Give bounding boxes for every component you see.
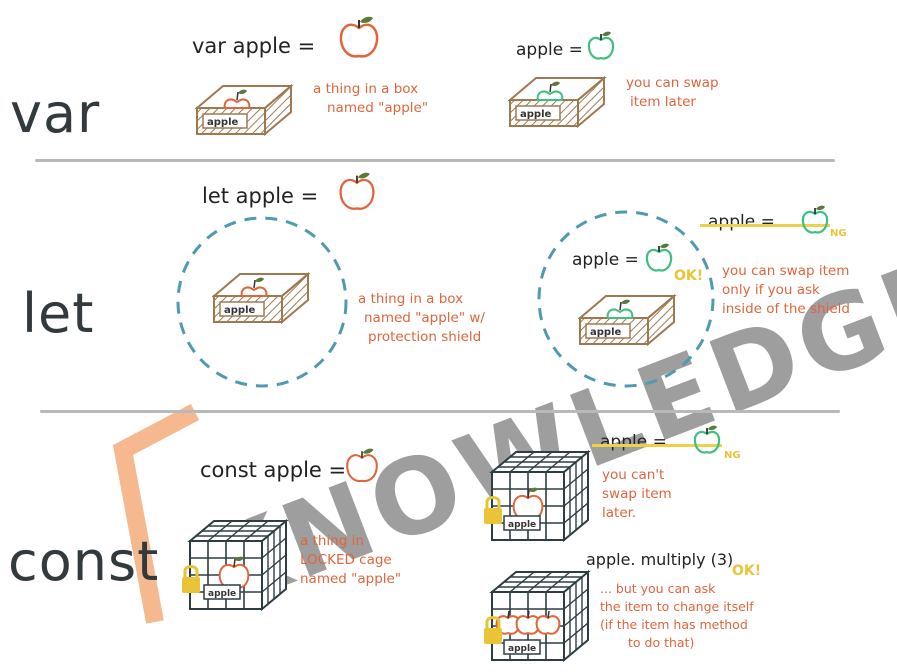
let-note: a thing in a box named "apple" w/ protec… [358,291,485,345]
let-outer-ng: NG [830,228,847,239]
let-inner-code: apple = [572,250,639,270]
const-code: const apple = [200,458,347,482]
apple-red-icon [339,172,375,210]
watermark-bracket [112,404,200,624]
box-label: apple [590,327,621,338]
box-label: apple [520,109,551,120]
const-method-code: apple. multiply (3) [586,550,734,569]
apple-green-icon [587,31,615,60]
var-swap-code: apple = [516,40,583,60]
divider-var-let [35,159,835,162]
const-note: a thing in LOCKED cage named "apple" [300,533,402,587]
cage-icon: apple [182,518,289,612]
cage-label: apple [508,644,536,654]
let-swap-note: you can swap item only if you ask inside… [722,263,850,317]
cage-icon: apple [484,569,591,663]
const-swap-ng: NG [724,450,741,461]
box-icon: apple [195,83,294,137]
const-swap-code: apple = [600,432,667,452]
let-code: let apple = [202,184,319,208]
var-code: var apple = [192,34,316,58]
apple-green-icon [801,205,829,234]
apple-red-icon [346,448,378,483]
keyword-const: const [8,530,160,593]
let-inner-ok: OK! [674,268,704,284]
keyword-let: let [22,282,95,345]
var-swap-note: you can swap item later [626,75,719,110]
var-note: a thing in a box named "apple" [313,81,429,116]
box-label: apple [224,305,255,316]
strikethrough-line [700,224,830,227]
const-method-ok: OK! [732,563,762,579]
let-outer-code: apple = [708,212,775,232]
const-swap-note: you can't swap item later. [602,467,672,521]
shield-circle [537,210,715,388]
box-icon: apple [508,75,607,129]
apple-green-icon [645,243,673,272]
box-icon: apple [212,271,311,325]
apple-green-icon [693,425,721,454]
keyword-var: var [10,82,101,145]
strikethrough-line [592,444,722,447]
const-method-note: ... but you can ask the item to change i… [600,581,754,650]
box-label: apple [207,117,238,128]
cage-label: apple [508,520,536,530]
divider-let-const [40,410,840,413]
apple-red-icon [339,16,379,58]
shield-circle [176,216,348,388]
box-icon: apple [578,293,677,347]
cage-label: apple [208,589,236,599]
cage-icon: apple [484,449,591,543]
